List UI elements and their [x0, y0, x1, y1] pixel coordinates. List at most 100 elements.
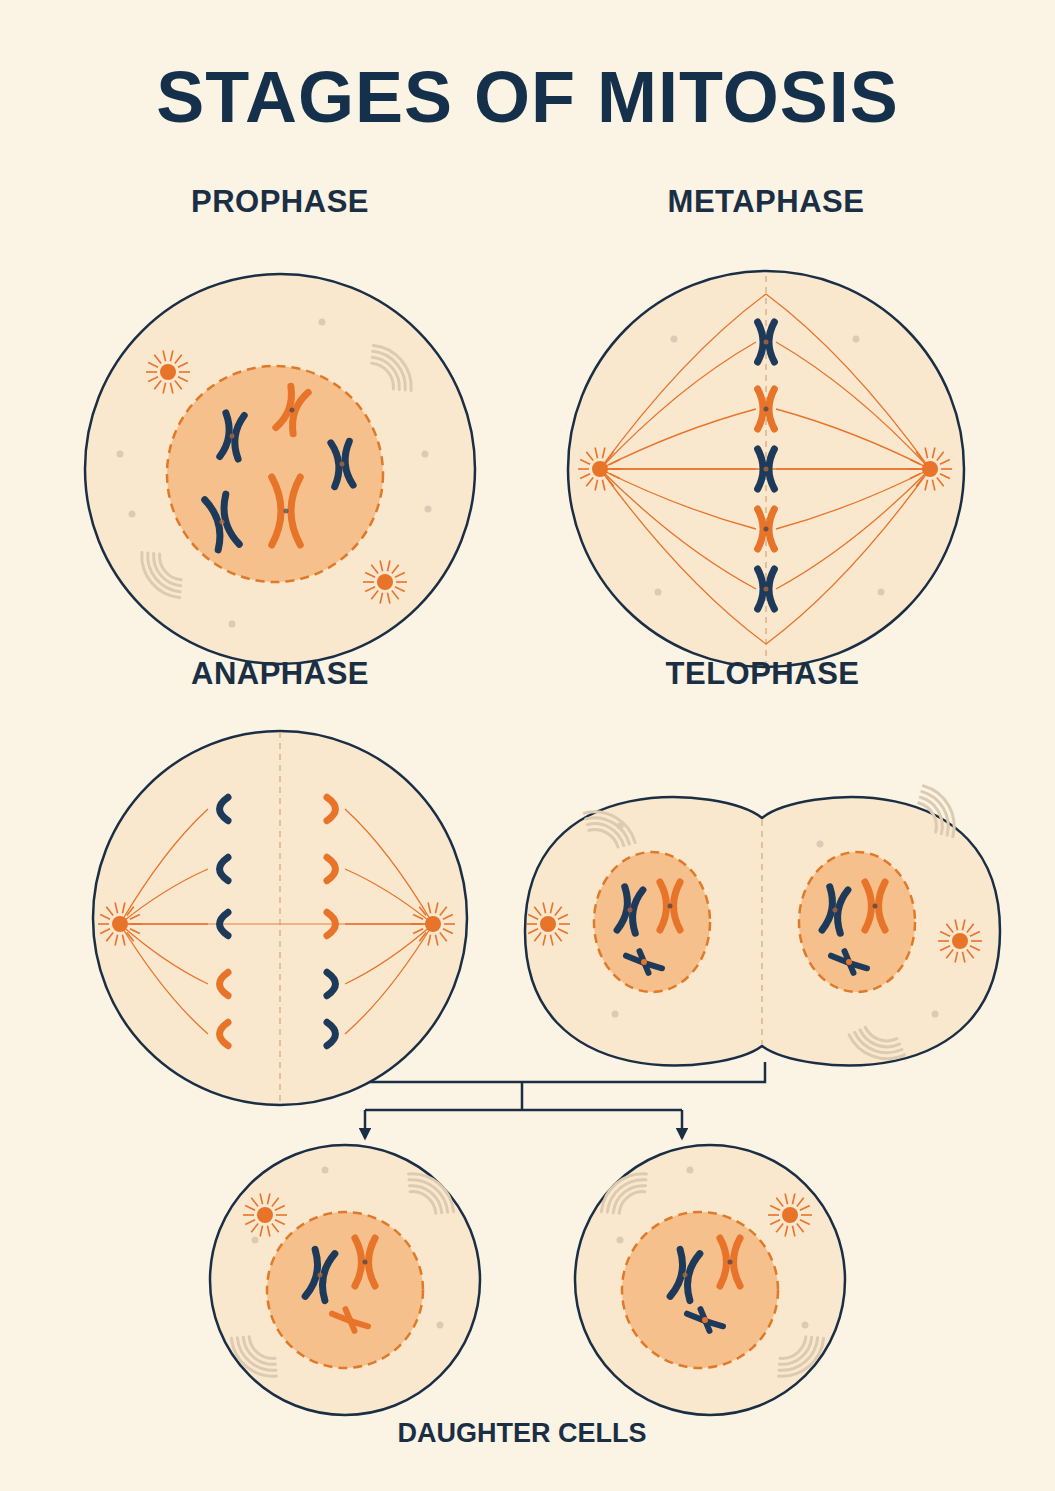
centrosome-ray — [941, 468, 952, 470]
golgi — [845, 1023, 909, 1066]
centrosome-ray — [163, 383, 165, 394]
chromatid — [355, 1238, 362, 1286]
cell-membrane — [85, 274, 475, 664]
centrosome-ray — [260, 1194, 262, 1205]
chromatid — [220, 1022, 228, 1045]
centrosome-ray — [443, 914, 453, 919]
centrosome-ray — [435, 903, 437, 914]
chromatid — [346, 1309, 355, 1331]
vesicle — [932, 1011, 939, 1018]
golgi — [133, 544, 190, 605]
centrosome-ray — [175, 355, 182, 364]
chromatid — [640, 951, 649, 973]
chromosome — [205, 494, 240, 550]
golgi-arc — [919, 800, 942, 833]
golgi — [770, 1329, 831, 1386]
centromere — [764, 467, 769, 472]
centrosome-ray — [175, 381, 182, 390]
centrosome-ray — [938, 940, 949, 942]
centrosome-ray — [115, 903, 117, 914]
centrosome-ray — [543, 903, 545, 914]
golgi-arc — [845, 1035, 904, 1066]
centromere — [832, 907, 838, 913]
title: STAGES OF MITOSIS — [0, 52, 1055, 142]
centrosome-ray — [610, 459, 620, 464]
centriole — [540, 916, 556, 932]
cell-illustration — [520, 652, 1005, 1042]
chromatid — [272, 477, 281, 545]
centrosome-ray — [558, 929, 568, 934]
centrosome-ray — [607, 452, 614, 461]
chromosome — [758, 389, 775, 429]
centrosome — [243, 1194, 287, 1237]
vesicle — [422, 451, 429, 458]
chromosome — [822, 887, 848, 934]
centrosome-ray — [932, 480, 934, 491]
centrosome-ray — [413, 929, 423, 934]
centrosome-ray — [800, 1205, 810, 1210]
centromere — [873, 904, 878, 909]
centrosome-ray — [440, 933, 447, 942]
nucleus — [167, 366, 383, 582]
cell-group — [85, 274, 475, 664]
centrosome-ray — [785, 1226, 787, 1237]
centromere — [317, 1272, 323, 1278]
centrosome-ray — [792, 1194, 794, 1205]
cell-stage: ANAPHASE — [90, 652, 470, 1077]
chromosome — [758, 569, 775, 609]
centrosome-ray — [602, 448, 604, 459]
centrosome-ray — [163, 351, 165, 362]
centrosome-ray — [770, 1220, 780, 1225]
centrosome — [578, 448, 622, 491]
centrosome-ray — [768, 1214, 779, 1216]
centrosome-ray — [130, 929, 140, 934]
chromatid — [845, 951, 854, 973]
bracket-line — [521, 1082, 524, 1110]
bracket-arrow — [364, 1110, 367, 1138]
chromosome — [758, 449, 775, 489]
centrosome-ray — [440, 907, 447, 916]
vesicle — [617, 1237, 624, 1244]
centrosome-ray — [371, 591, 378, 600]
centrosome-ray — [106, 907, 113, 916]
centrosome-ray — [940, 459, 950, 464]
chromosome — [332, 1309, 368, 1331]
centrosome-ray — [543, 935, 545, 946]
centrosome-ray — [127, 907, 134, 916]
chromatid — [758, 569, 763, 609]
vesicle — [878, 589, 885, 596]
bracket-line — [365, 1109, 682, 1112]
spindle-fiber — [766, 294, 930, 469]
centrosome-ray — [550, 903, 552, 914]
chromatid — [327, 1022, 335, 1045]
chromosome — [720, 1238, 740, 1286]
chromosome — [617, 887, 643, 934]
chromatid-arm — [327, 857, 335, 880]
centrosome-ray — [932, 448, 934, 459]
centriole — [112, 916, 128, 932]
centrosome-ray — [610, 474, 620, 479]
centrosome-ray — [776, 1198, 783, 1207]
centrosome-ray — [578, 468, 589, 470]
centrosome-ray — [443, 929, 453, 934]
cell-membrane — [575, 1145, 845, 1415]
vesicle — [655, 589, 662, 596]
nucleus — [594, 852, 710, 992]
golgi-arc — [923, 780, 963, 837]
centrosome-ray — [776, 1224, 783, 1233]
centromere — [627, 907, 633, 913]
centrosome-ray — [148, 377, 158, 382]
centriole — [377, 574, 393, 590]
chromatid — [220, 912, 228, 935]
chromatid — [327, 972, 335, 995]
centromere — [728, 1260, 733, 1265]
golgi-arc — [373, 338, 420, 391]
vesicle — [802, 1322, 809, 1329]
vesicle — [817, 841, 824, 848]
chromatid — [291, 477, 300, 545]
centrosome-ray — [251, 1198, 258, 1207]
cell-stage: TELOPHASE — [520, 652, 1005, 1042]
centrosome-ray — [534, 907, 541, 916]
golgi-arc — [779, 1338, 832, 1385]
centrosome — [411, 903, 455, 946]
